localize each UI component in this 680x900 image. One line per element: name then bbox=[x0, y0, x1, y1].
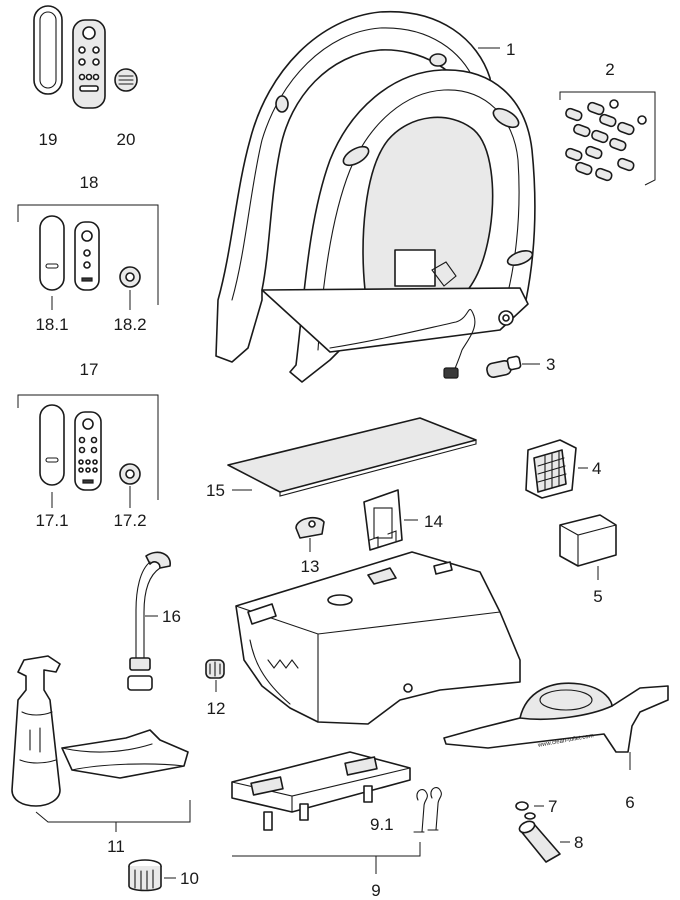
sleeve-part bbox=[518, 820, 561, 863]
callout-11: 11 bbox=[107, 837, 125, 856]
main-housing-part bbox=[235, 551, 521, 725]
remote-18-1 bbox=[74, 221, 100, 291]
callout-7: 7 bbox=[548, 797, 557, 816]
wall-mount-18-2 bbox=[119, 266, 141, 288]
callout-5: 5 bbox=[593, 587, 602, 606]
cleaning-cloth-part bbox=[61, 729, 189, 779]
remote-holder-18-1 bbox=[39, 215, 65, 291]
group-bracket-2 bbox=[559, 91, 656, 186]
callout-9: 9 bbox=[371, 881, 380, 900]
nozzle-part bbox=[205, 659, 225, 679]
callout-9-1: 9.1 bbox=[370, 815, 394, 834]
wall-mount-disc-part bbox=[114, 68, 138, 92]
seat-buffers-part bbox=[565, 99, 647, 182]
remote-control-part bbox=[72, 19, 106, 109]
group-bracket-18 bbox=[17, 204, 159, 305]
sensor-part bbox=[295, 516, 325, 539]
seat-and-lid-assembly bbox=[215, 10, 536, 383]
mounting-frame-part bbox=[231, 751, 411, 831]
callout-17-2: 17.2 bbox=[113, 511, 146, 530]
remote-holder-part bbox=[33, 5, 63, 95]
callout-12: 12 bbox=[207, 699, 226, 718]
callout-8: 8 bbox=[574, 833, 583, 852]
callout-13: 13 bbox=[301, 557, 320, 576]
callout-18-1: 18.1 bbox=[35, 315, 68, 334]
callout-15: 15 bbox=[206, 481, 225, 500]
plug-connector-part bbox=[486, 355, 522, 379]
callout-2: 2 bbox=[605, 60, 614, 79]
mounting-bracket-part bbox=[363, 489, 403, 551]
callout-6: 6 bbox=[625, 793, 634, 812]
group-bracket-17 bbox=[17, 394, 159, 500]
callout-17: 17 bbox=[80, 360, 99, 379]
o-rings-part bbox=[515, 801, 536, 820]
water-hose-part bbox=[127, 551, 171, 691]
group-bracket-11 bbox=[35, 800, 191, 823]
filter-mat-part bbox=[227, 417, 477, 497]
odour-filter-part bbox=[525, 439, 577, 499]
callout-18: 18 bbox=[80, 173, 99, 192]
anchor-bolts-part bbox=[413, 787, 442, 833]
base-plate-part: www.clean-toilet.com bbox=[443, 682, 669, 753]
callout-19: 19 bbox=[39, 130, 58, 149]
spray-bottle-part bbox=[11, 655, 61, 807]
callout-20: 20 bbox=[117, 130, 136, 149]
callout-10: 10 bbox=[180, 869, 199, 888]
callout-18-2: 18.2 bbox=[113, 315, 146, 334]
callout-1: 1 bbox=[506, 40, 515, 59]
callout-17-1: 17.1 bbox=[35, 511, 68, 530]
callout-14: 14 bbox=[424, 512, 443, 531]
remote-holder-17-1 bbox=[39, 404, 65, 486]
callout-3: 3 bbox=[546, 355, 555, 374]
filter-cube-part bbox=[559, 514, 617, 567]
callout-4: 4 bbox=[592, 459, 601, 478]
remote-17-1 bbox=[74, 411, 102, 491]
strainer-part bbox=[128, 859, 162, 892]
wall-mount-17-2 bbox=[119, 463, 141, 485]
group-bracket-9 bbox=[232, 842, 421, 857]
callout-16: 16 bbox=[162, 607, 181, 626]
